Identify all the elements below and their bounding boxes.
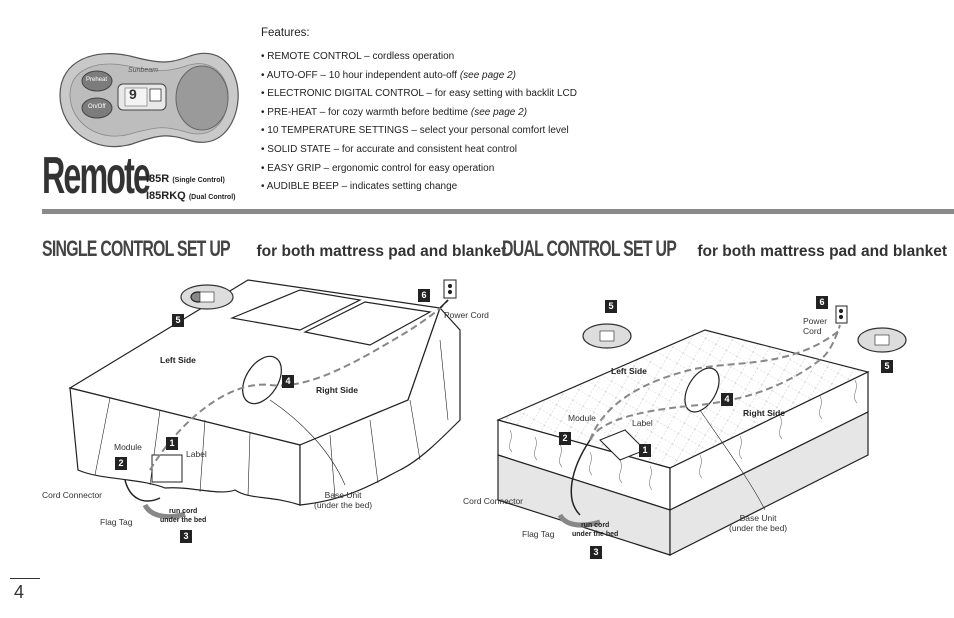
single-step-3: 3 <box>180 530 192 543</box>
dual-step-4: 4 <box>721 393 733 406</box>
remote-onoff-label: On/Off <box>88 104 106 110</box>
page-number: 4 <box>14 582 25 602</box>
dual-step-2: 2 <box>559 432 571 445</box>
feature-item: • 10 TEMPERATURE SETTINGS – select your … <box>261 125 569 137</box>
single-step-5: 5 <box>172 314 184 327</box>
remote-display-value: 9 <box>129 86 137 102</box>
feature-item: • ELECTRONIC DIGITAL CONTROL – for easy … <box>261 88 577 100</box>
dual-cord-connector: Cord Connector <box>463 496 524 506</box>
dual-step-1: 1 <box>639 444 651 457</box>
single-flag-tag: Flag Tag <box>100 517 133 527</box>
feature-item: • SOLID STATE – for accurate and consist… <box>261 143 518 155</box>
single-base-unit: Base Unit(under the bed) <box>314 490 373 510</box>
dual-step-5b: 5 <box>881 360 893 373</box>
model-dual: I85RKQ (Dual Control) <box>146 190 236 202</box>
dual-base-unit: Base Unit(under the bed) <box>729 513 788 533</box>
page-title: Remote <box>42 147 151 205</box>
dual-bed-diagram <box>496 305 907 556</box>
single-step-2: 2 <box>115 457 127 470</box>
dual-step-3: 3 <box>590 546 602 559</box>
single-module-label: Module <box>114 442 142 452</box>
single-step-6: 6 <box>418 289 430 302</box>
dual-heading: DUAL CONTROL SET UP for both mattress pa… <box>502 236 948 261</box>
remote-brand: Sunbeam <box>128 67 158 74</box>
feature-item: • REMOTE CONTROL – cordless operation <box>261 51 455 62</box>
features-title: Features: <box>261 27 310 39</box>
dual-left-side: Left Side <box>611 366 647 376</box>
feature-item: • AUDIBLE BEEP – indicates setting chang… <box>261 181 458 193</box>
dual-label-label: Label <box>632 418 653 428</box>
header-divider <box>42 209 954 214</box>
dual-step-5: 5 <box>605 300 617 313</box>
dual-module-label: Module <box>568 413 596 423</box>
single-right-side: Right Side <box>316 385 359 395</box>
single-left-side: Left Side <box>160 355 196 365</box>
single-step-1: 1 <box>166 437 178 450</box>
feature-item: • EASY GRIP – ergonomic control for easy… <box>261 162 495 174</box>
single-cord-connector: Cord Connector <box>42 490 103 500</box>
model-single: I85R (Single Control) <box>146 173 225 185</box>
remote-illustration <box>59 52 239 148</box>
feature-item: • AUTO-OFF – 10 hour independent auto-of… <box>261 69 516 81</box>
features-list: • REMOTE CONTROL – cordless operation • … <box>261 48 577 197</box>
single-step-4: 4 <box>282 375 294 388</box>
dual-step-6: 6 <box>816 296 828 309</box>
feature-item: • PRE-HEAT – for cozy warmth before bedt… <box>261 106 528 118</box>
page-number-rule <box>10 578 40 579</box>
single-label-label: Label <box>186 449 207 459</box>
single-heading: SINGLE CONTROL SET UP for both mattress … <box>42 236 507 261</box>
single-bed-diagram <box>68 279 461 520</box>
single-power-cord: Power Cord <box>444 310 489 320</box>
remote-preheat-label: Preheat <box>86 77 108 83</box>
dual-right-side: Right Side <box>743 408 786 418</box>
dual-flag-tag: Flag Tag <box>522 529 555 539</box>
